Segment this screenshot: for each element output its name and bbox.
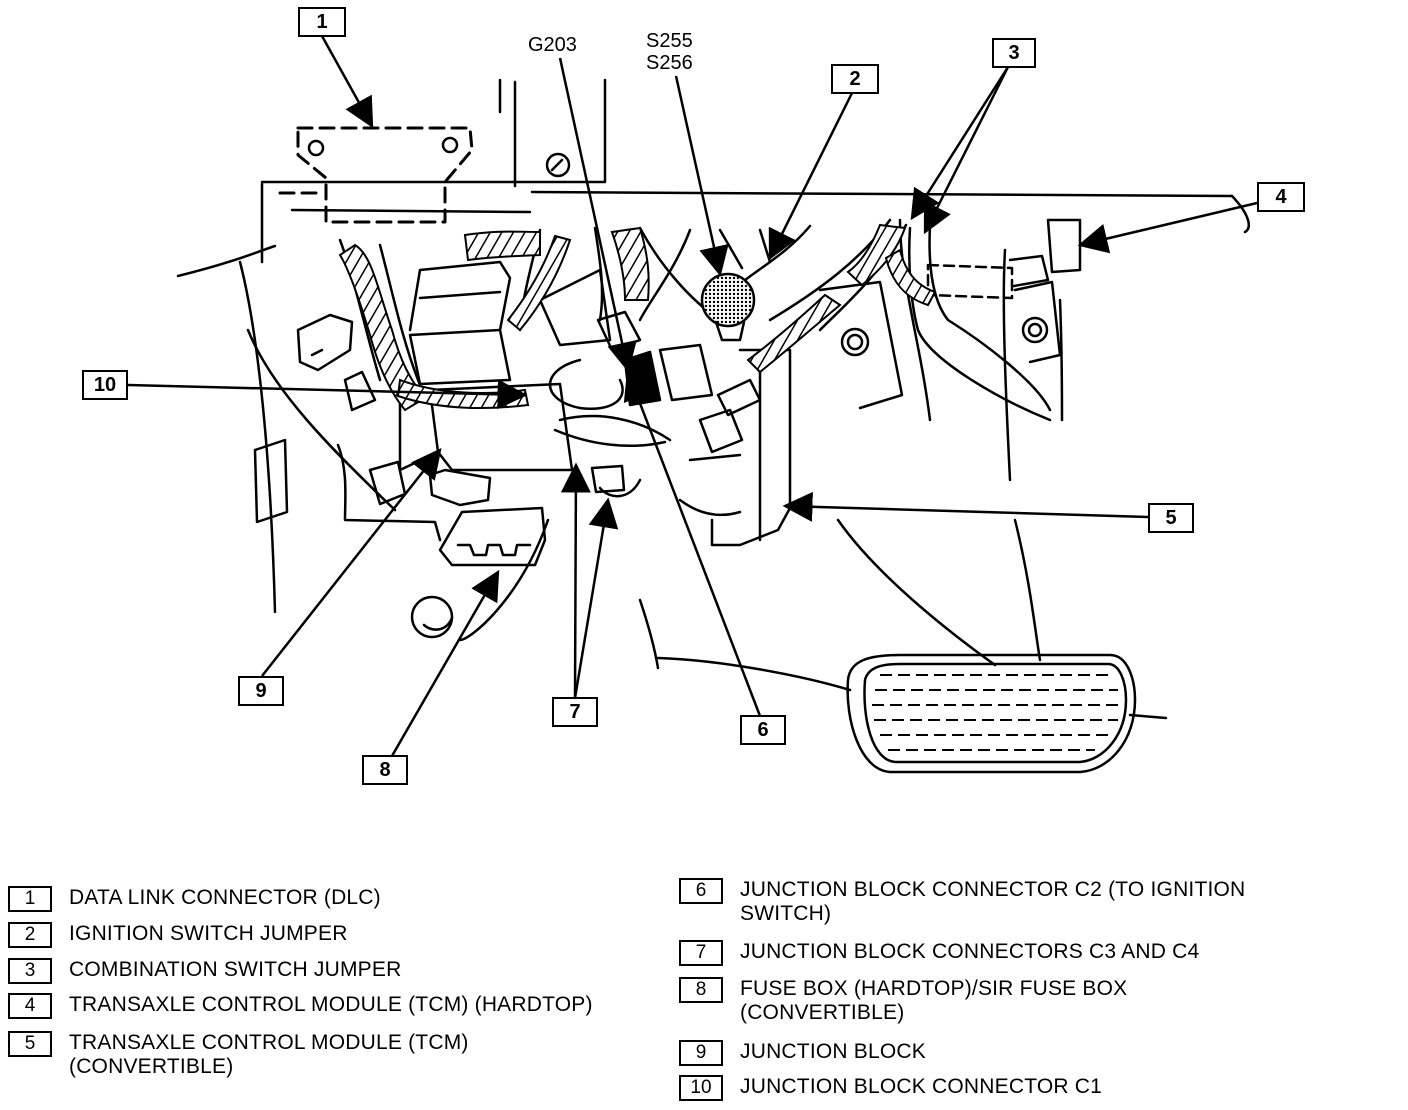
legend-text: IGNITION SWITCH JUMPER (69, 922, 348, 945)
legend-number: 7 (679, 940, 723, 966)
legend-item-1: 1 DATA LINK CONNECTOR (DLC) (8, 886, 381, 912)
legend-item-5: 5 TRANSAXLE CONTROL MODULE (TCM) (CONVER… (8, 1031, 499, 1079)
callout-2: 2 (831, 64, 879, 94)
legend-number: 1 (8, 886, 52, 912)
legend-text: COMBINATION SWITCH JUMPER (69, 958, 402, 981)
legend-text: JUNCTION BLOCK CONNECTORS C3 AND C4 (740, 940, 1200, 963)
legend-text: JUNCTION BLOCK CONNECTOR C2 (TO IGNITION… (740, 878, 1246, 925)
legend-number: 9 (679, 1040, 723, 1066)
legend-text: FUSE BOX (HARDTOP)/SIR FUSE BOX (CONVERT… (740, 977, 1128, 1024)
legend-number: 10 (679, 1075, 723, 1101)
callout-1: 1 (298, 7, 346, 37)
legend-item-9: 9 JUNCTION BLOCK (679, 1040, 926, 1066)
callout-10: 10 (82, 370, 128, 400)
callout-4: 4 (1257, 182, 1305, 212)
legend-text: DATA LINK CONNECTOR (DLC) (69, 886, 381, 909)
legend-text: JUNCTION BLOCK (740, 1040, 926, 1063)
ground-g203-label: G203 (528, 34, 577, 56)
splice-s255-label: S255 (646, 30, 693, 52)
legend-item-8: 8 FUSE BOX (HARDTOP)/SIR FUSE BOX (CONVE… (679, 977, 1180, 1025)
callout-7: 7 (552, 697, 598, 727)
legend-number: 6 (679, 878, 723, 904)
legend-item-10: 10 JUNCTION BLOCK CONNECTOR C1 (679, 1075, 1102, 1101)
legend-text: JUNCTION BLOCK CONNECTOR C1 (740, 1075, 1103, 1098)
legend-text: TRANSAXLE CONTROL MODULE (TCM) (HARDTOP) (69, 993, 593, 1016)
legend-text: TRANSAXLE CONTROL MODULE (TCM) (CONVERTI… (69, 1031, 469, 1078)
legend-number: 4 (8, 993, 52, 1019)
legend-item-7: 7 JUNCTION BLOCK CONNECTORS C3 AND C4 (679, 940, 1199, 966)
legend-number: 8 (679, 977, 723, 1003)
callout-3: 3 (992, 38, 1036, 68)
callout-8: 8 (362, 755, 408, 785)
callout-6: 6 (740, 715, 786, 745)
legend-item-6: 6 JUNCTION BLOCK CONNECTOR C2 (TO IGNITI… (679, 878, 1300, 926)
legend-item-2: 2 IGNITION SWITCH JUMPER (8, 922, 348, 948)
callout-9: 9 (238, 676, 284, 706)
legend-number: 3 (8, 958, 52, 984)
splice-s256-label: S256 (646, 52, 693, 74)
legend-number: 5 (8, 1031, 52, 1057)
callout-5: 5 (1148, 503, 1194, 533)
legend-item-3: 3 COMBINATION SWITCH JUMPER (8, 958, 401, 984)
legend-item-4: 4 TRANSAXLE CONTROL MODULE (TCM) (HARDTO… (8, 993, 593, 1019)
legend-number: 2 (8, 922, 52, 948)
